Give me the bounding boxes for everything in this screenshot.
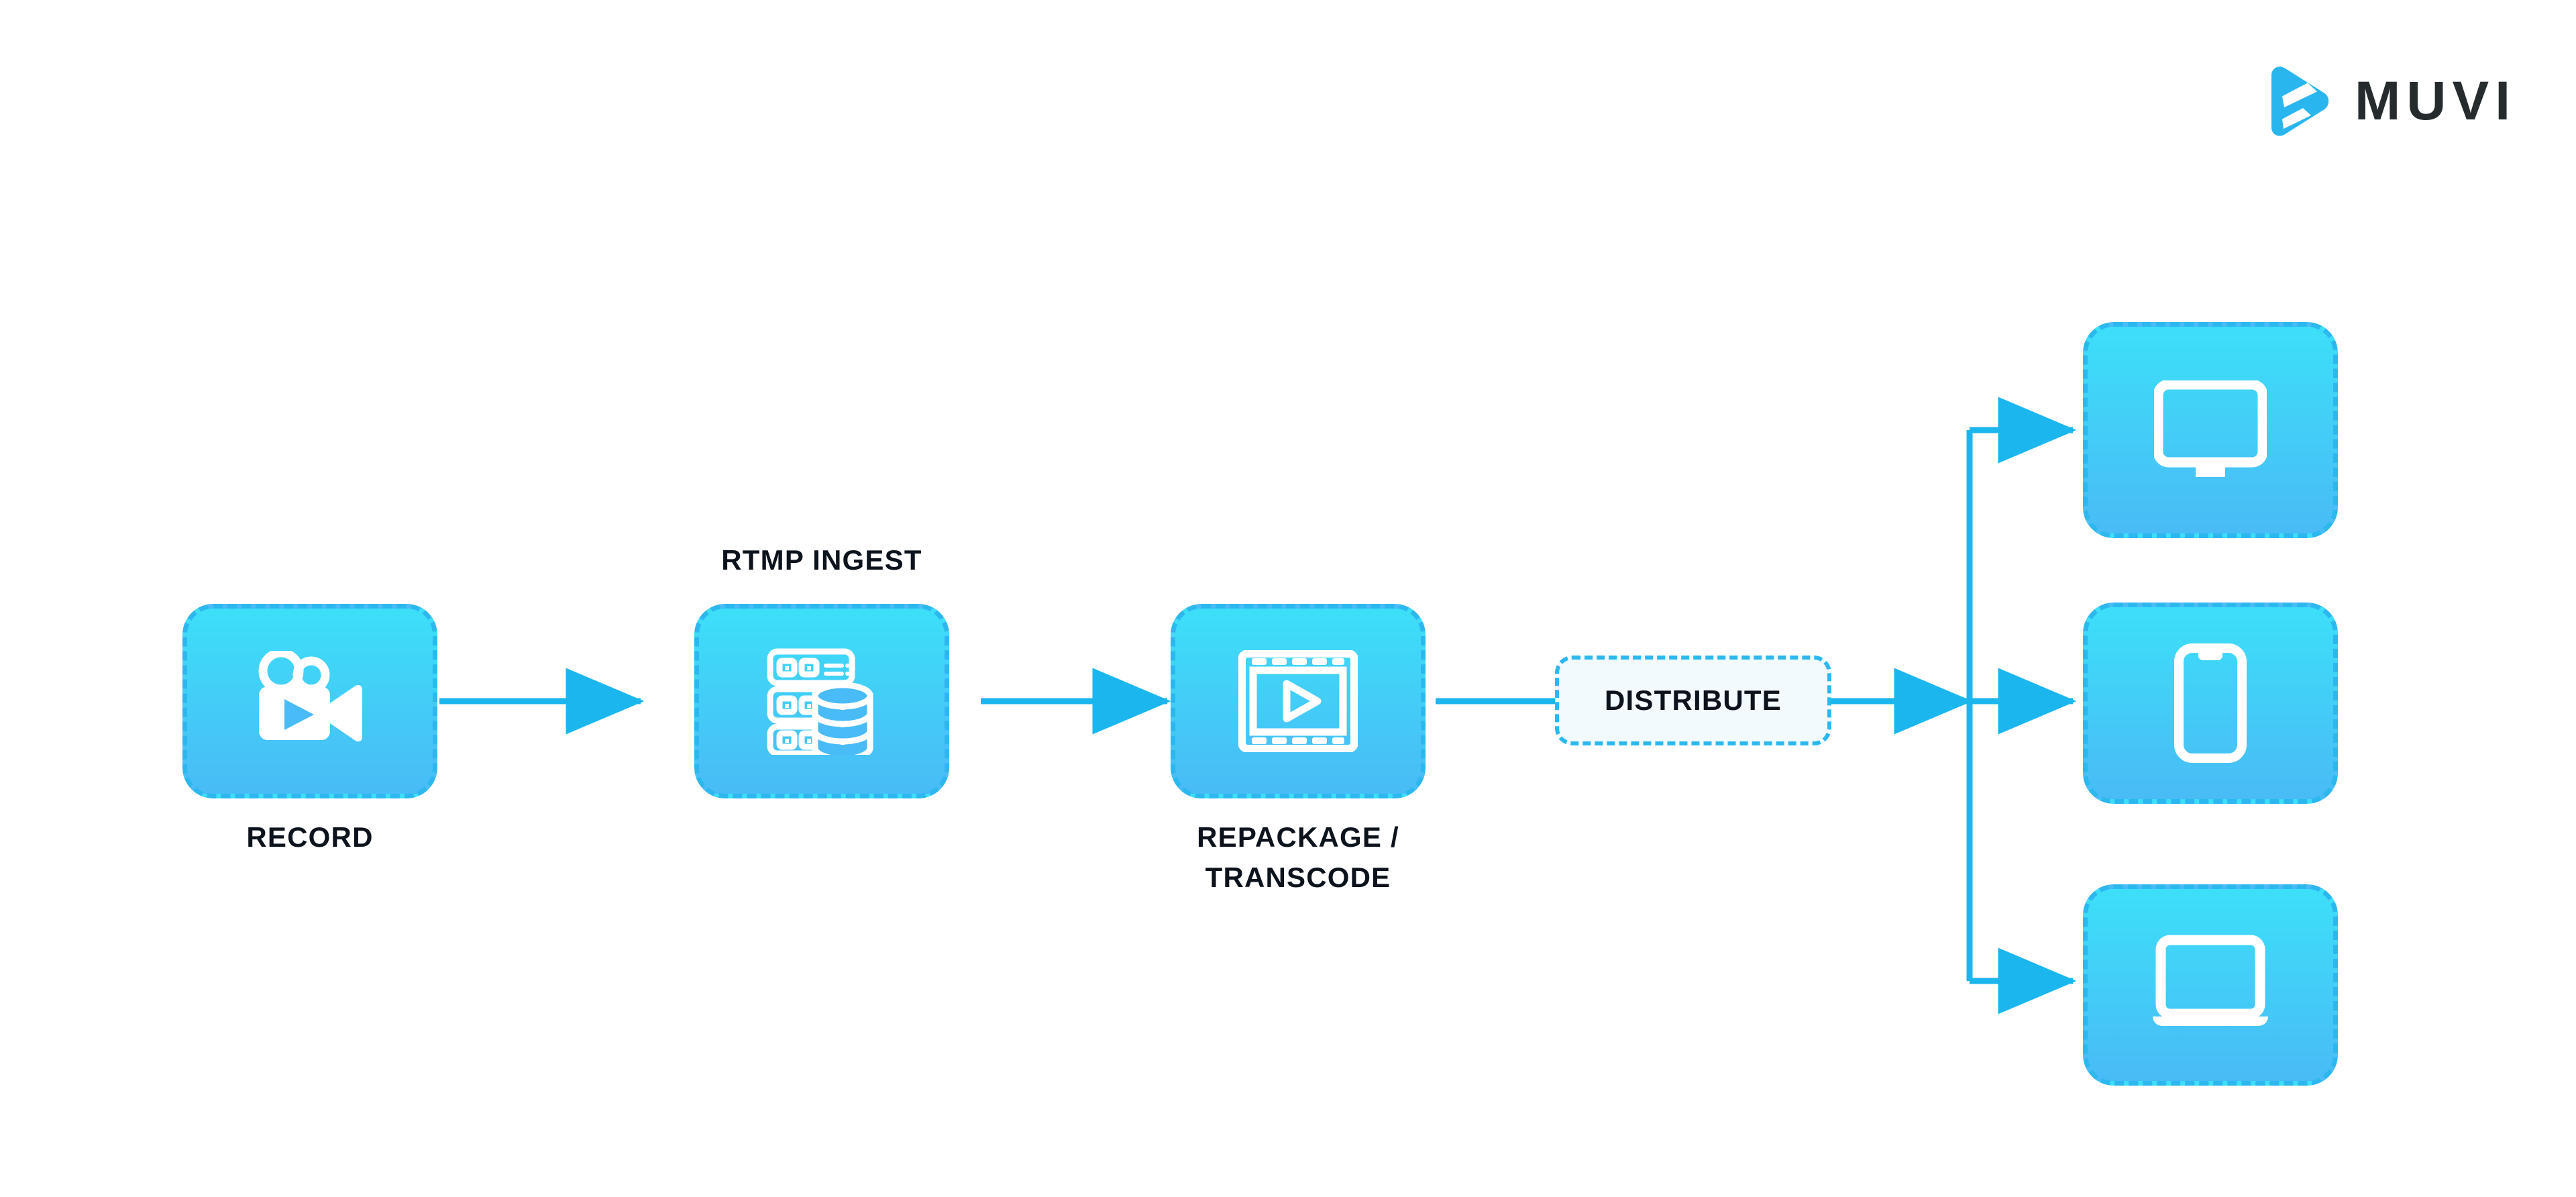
- stage-caption-distribute: DISTRIBUTE: [1605, 684, 1782, 716]
- server-database-icon: [767, 648, 873, 755]
- stage-node-repackage-transcode[interactable]: [1171, 604, 1426, 798]
- stage-node-rtmp-ingest[interactable]: [694, 604, 949, 798]
- stage-caption-repackage-transcode: REPACKAGE / TRANSCODE: [1197, 821, 1399, 893]
- stage-caption-rtmp-ingest: RTMP INGEST: [721, 544, 922, 576]
- output-node-laptop[interactable]: [2083, 884, 2338, 1086]
- muvi-play-logo-icon: [2271, 66, 2329, 136]
- film-strip-play-icon: [1238, 650, 1358, 752]
- muvi-wordmark: MUVI: [2355, 70, 2516, 132]
- stage-caption-record: RECORD: [246, 821, 374, 853]
- muvi-logo: MUVI: [2266, 66, 2516, 137]
- output-node-mobile[interactable]: [2083, 603, 2338, 804]
- desktop-monitor-icon: [2154, 380, 2267, 477]
- stage-node-record[interactable]: [182, 604, 437, 798]
- smartphone-icon: [2174, 643, 2247, 763]
- stage-node-distribute[interactable]: DISTRIBUTE: [1555, 656, 1831, 745]
- output-node-desktop[interactable]: [2083, 322, 2338, 538]
- video-camera-icon: [258, 651, 362, 742]
- laptop-icon: [2153, 935, 2268, 1026]
